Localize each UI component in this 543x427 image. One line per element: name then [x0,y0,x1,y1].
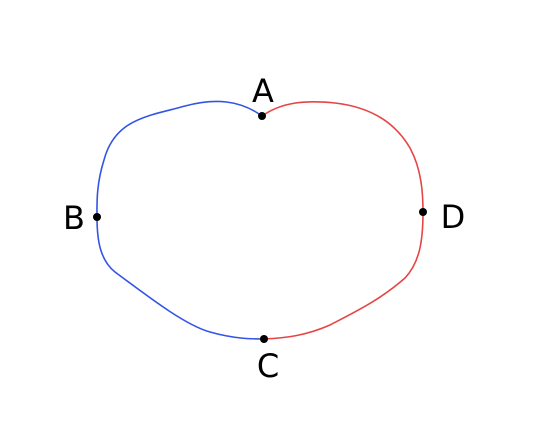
point-b-dot [93,213,101,221]
point-c-label: C [257,347,279,385]
right-arc-adc [261,101,424,340]
left-arc-abc [96,100,265,340]
point-a-label: A [252,72,274,110]
point-a-dot [258,112,266,120]
point-d-label: D [441,198,466,236]
point-b-label: B [63,199,85,237]
point-d-dot [419,208,427,216]
point-c-dot [260,335,268,343]
